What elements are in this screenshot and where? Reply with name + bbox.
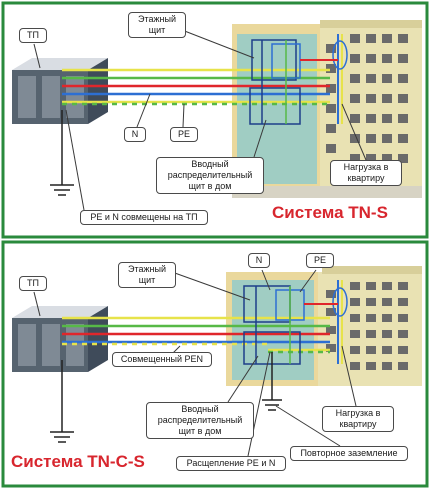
pe-label: PE xyxy=(306,253,334,268)
floor-panel-box xyxy=(251,39,297,81)
substation-roof xyxy=(12,58,108,70)
callout-line xyxy=(171,271,251,301)
neutral-label: N xyxy=(248,253,270,268)
transformer-substation xyxy=(12,306,108,372)
callout-line xyxy=(65,109,85,211)
load-ring xyxy=(332,40,348,70)
callout-line xyxy=(182,103,185,128)
load-riser xyxy=(304,280,348,364)
reground-label: Повторное заземление xyxy=(290,446,408,461)
substation-side xyxy=(88,58,108,124)
repeat-grounding-symbol xyxy=(262,352,282,411)
load-riser xyxy=(300,34,348,124)
building-roof xyxy=(322,266,422,274)
panel-tn-c-s xyxy=(1,240,429,488)
callout-line xyxy=(247,351,271,457)
callout-line xyxy=(261,269,271,291)
substation-door xyxy=(18,324,36,366)
callout-lines xyxy=(33,29,367,211)
substation-side xyxy=(88,306,108,372)
system-title: Система TN-S xyxy=(272,203,388,222)
callout-line xyxy=(33,291,41,317)
callout-line xyxy=(136,93,151,128)
substation-label: ТП xyxy=(19,276,47,291)
input-panel-label: Вводный распределительный щит в дом xyxy=(156,157,264,194)
callout-line xyxy=(181,29,255,59)
substation-roof xyxy=(12,306,108,318)
neutral-label: N xyxy=(124,127,146,142)
building-windows xyxy=(326,34,408,163)
callout-lines xyxy=(33,269,357,457)
load-ring xyxy=(332,287,348,317)
callout-line xyxy=(275,405,341,447)
substation-door xyxy=(42,76,60,118)
substation-label: ТП xyxy=(19,28,47,43)
transformer-substation xyxy=(12,58,108,124)
substation-door xyxy=(42,324,60,366)
split-label: Расщепление PE и N xyxy=(176,456,286,471)
panel-tn-s xyxy=(1,1,429,239)
floor-panel-label: Этажный щит xyxy=(128,12,186,38)
callout-line xyxy=(253,119,267,158)
grounding-symbol xyxy=(50,360,74,443)
input-panel-box xyxy=(249,87,301,125)
substation-door xyxy=(66,76,84,118)
callout-line xyxy=(33,43,41,69)
pen-label: Совмещенный PEN xyxy=(112,352,212,367)
grounding-symbol xyxy=(50,110,74,196)
building-base xyxy=(232,186,422,198)
input-panel-label: Вводный распределительный щит в дом xyxy=(146,402,254,439)
pen-combined-label: PE и N совмещены на ТП xyxy=(80,210,208,225)
substation-door xyxy=(18,76,36,118)
floor-panel-label: Этажный щит xyxy=(118,262,176,288)
load-label: Нагрузка в квартиру xyxy=(322,406,394,432)
callout-line xyxy=(341,345,357,407)
pe-label: PE xyxy=(170,127,198,142)
callout-line xyxy=(341,103,367,161)
load-label: Нагрузка в квартиру xyxy=(330,160,402,186)
callout-line xyxy=(299,269,317,293)
callout-line xyxy=(227,355,259,403)
system-title: Система TN-C-S xyxy=(11,452,145,471)
building-roof xyxy=(320,20,422,28)
building-windows xyxy=(326,282,408,370)
supply-wires xyxy=(62,316,330,354)
